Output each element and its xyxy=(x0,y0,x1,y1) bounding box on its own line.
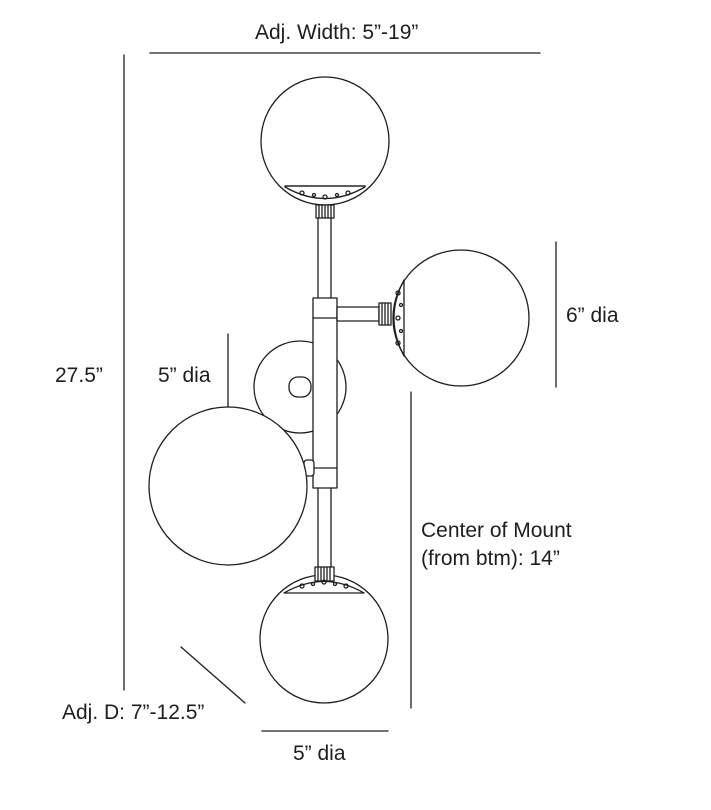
back-plate xyxy=(253,340,347,434)
left-globe xyxy=(148,406,308,566)
depth-dimension-line xyxy=(180,646,246,704)
right-arm xyxy=(336,306,380,322)
center-of-mount-label-line1: Center of Mount xyxy=(421,519,572,542)
center-of-mount-label-line2: (from btm): 14” xyxy=(421,547,560,570)
main-body xyxy=(312,297,338,489)
bottom-globe xyxy=(259,574,389,704)
right-globe-cap xyxy=(393,279,405,357)
adj-width-label: Adj. Width: 5”-19” xyxy=(255,21,419,44)
right-globe xyxy=(392,249,530,387)
plate-knob xyxy=(288,376,312,398)
bottom-globe-dia-label: 5” dia xyxy=(293,742,346,765)
adj-depth-label: Adj. D: 7”-12.5” xyxy=(62,701,205,724)
back-plate-dia-label: 5” dia xyxy=(158,364,211,387)
height-label: 27.5” xyxy=(55,364,103,387)
right-globe-dia-label: 6” dia xyxy=(566,304,619,327)
